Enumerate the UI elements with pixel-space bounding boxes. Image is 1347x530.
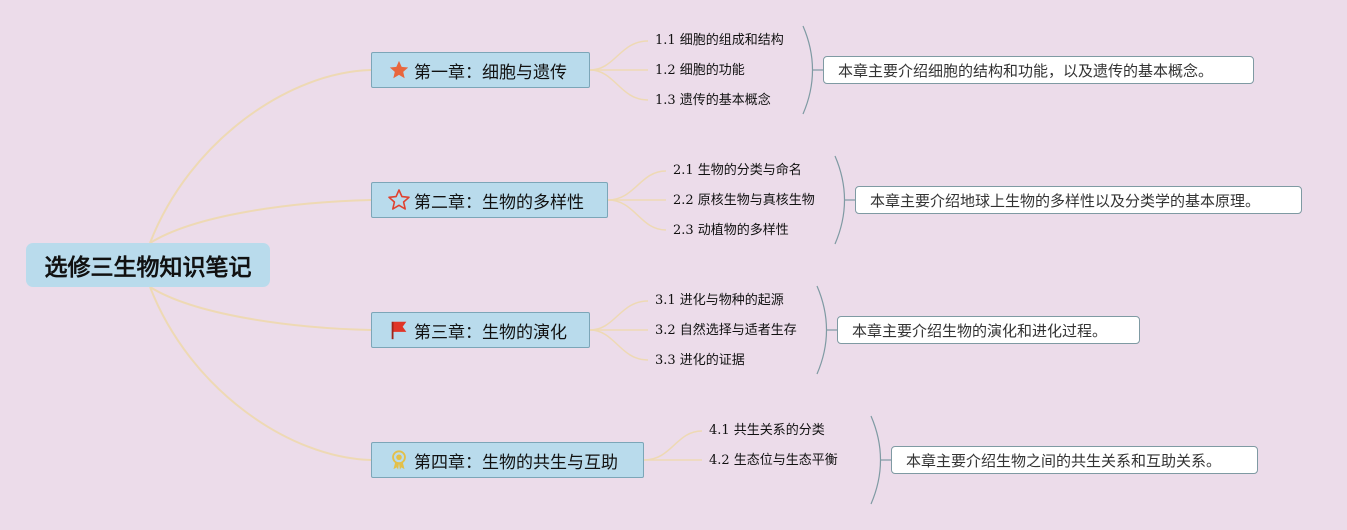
- chapter-title: 第三章：生物的演化: [414, 322, 567, 343]
- link-ch3-topic-3: [589, 329, 649, 361]
- link-root-chapter-4: [149, 286, 372, 461]
- summary-2[interactable]: 本章主要介绍地球上生物的多样性以及分类学的基本原理。: [855, 186, 1302, 214]
- chapter-node-3[interactable]: 第三章：生物的演化: [371, 312, 590, 348]
- topic-4-2[interactable]: 4.2 生态位与生态平衡: [709, 453, 838, 468]
- summary-bracket-2: [834, 155, 846, 245]
- topic-1-1[interactable]: 1.1 细胞的组成和结构: [655, 33, 784, 48]
- chapter-node-4[interactable]: 第四章：生物的共生与互助: [371, 442, 644, 478]
- topic-3-3[interactable]: 3.3 进化的证据: [655, 353, 745, 368]
- chapter-node-1[interactable]: 第一章：细胞与遗传: [371, 52, 590, 88]
- link-root-chapter-1: [149, 69, 372, 244]
- summary-bracket-3: [816, 285, 828, 375]
- star-outline-icon: [386, 188, 412, 212]
- chapter-title: 第四章：生物的共生与互助: [414, 452, 618, 473]
- star-icon: [386, 58, 412, 82]
- link-root-chapter-3: [149, 286, 372, 331]
- link-ch3-topic-1: [589, 300, 649, 331]
- topic-4-1[interactable]: 4.1 共生关系的分类: [709, 423, 825, 438]
- topic-2-1[interactable]: 2.1 生物的分类与命名: [673, 163, 802, 178]
- badge-icon: [386, 448, 412, 472]
- link-root-chapter-2: [149, 199, 372, 244]
- topic-2-3[interactable]: 2.3 动植物的多样性: [673, 223, 789, 238]
- topic-2-2[interactable]: 2.2 原核生物与真核生物: [673, 193, 815, 208]
- link-ch2-topic-3: [607, 199, 667, 231]
- link-ch1-topic-3: [589, 69, 649, 101]
- chapter-title: 第二章：生物的多样性: [414, 192, 584, 213]
- link-ch4-topic-1: [643, 430, 703, 461]
- summary-bracket-1: [802, 25, 814, 115]
- topic-3-2[interactable]: 3.2 自然选择与适者生存: [655, 323, 797, 338]
- chapter-node-2[interactable]: 第二章：生物的多样性: [371, 182, 608, 218]
- summary-4[interactable]: 本章主要介绍生物之间的共生关系和互助关系。: [891, 446, 1258, 474]
- summary-bracket-4: [870, 415, 882, 505]
- link-ch2-topic-1: [607, 170, 667, 201]
- chapter-title: 第一章：细胞与遗传: [414, 62, 567, 83]
- root-node[interactable]: 选修三生物知识笔记: [26, 243, 270, 287]
- summary-1[interactable]: 本章主要介绍细胞的结构和功能，以及遗传的基本概念。: [823, 56, 1254, 84]
- flag-icon: [386, 318, 412, 342]
- topic-3-1[interactable]: 3.1 进化与物种的起源: [655, 293, 784, 308]
- link-ch1-topic-1: [589, 40, 649, 71]
- topic-1-3[interactable]: 1.3 遗传的基本概念: [655, 93, 771, 108]
- topic-1-2[interactable]: 1.2 细胞的功能: [655, 63, 745, 78]
- summary-3[interactable]: 本章主要介绍生物的演化和进化过程。: [837, 316, 1140, 344]
